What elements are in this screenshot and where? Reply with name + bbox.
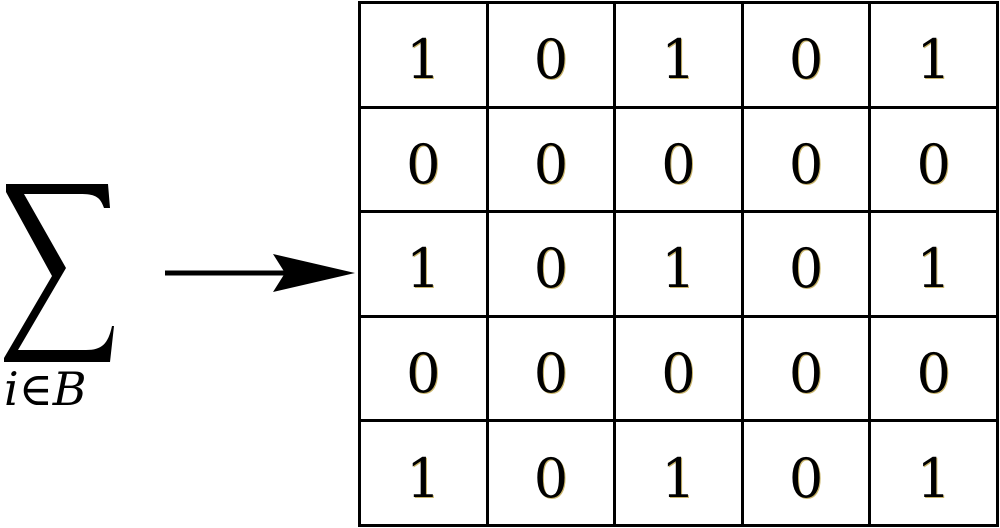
matrix-cell: 1 (358, 210, 489, 318)
summation-subscript: i∈B (4, 362, 87, 416)
matrix-cell: 0 (740, 314, 872, 423)
matrix-cell: 1 (358, 419, 489, 527)
matrix-cell: 0 (485, 105, 617, 214)
sigma-symbol (4, 184, 114, 362)
matrix-cell: 0 (485, 1, 617, 109)
arrow-right-icon (165, 254, 355, 292)
matrix-cell: 0 (740, 1, 872, 109)
matrix-cell: 0 (613, 314, 744, 423)
matrix-cell: 0 (613, 105, 744, 214)
matrix-cell: 1 (868, 419, 999, 527)
matrix-cell: 0 (740, 419, 872, 527)
matrix-cell: 1 (613, 1, 744, 109)
matrix-cell: 1 (868, 210, 999, 318)
matrix-cell: 1 (358, 1, 489, 109)
matrix-cell: 0 (868, 105, 999, 214)
matrix-cell: 0 (485, 210, 617, 318)
matrix-cell: 0 (358, 314, 489, 423)
matrix-cell: 1 (613, 210, 744, 318)
matrix-cell: 0 (740, 210, 872, 318)
matrix-cell: 1 (613, 419, 744, 527)
matrix-cell: 0 (485, 419, 617, 527)
matrix-cell: 0 (868, 314, 999, 423)
matrix-cell: 0 (740, 105, 872, 214)
summation-formula: i∈B (0, 180, 120, 430)
matrix-cell: 0 (358, 105, 489, 214)
matrix-cell: 1 (868, 1, 999, 109)
matrix-cell: 0 (485, 314, 617, 423)
